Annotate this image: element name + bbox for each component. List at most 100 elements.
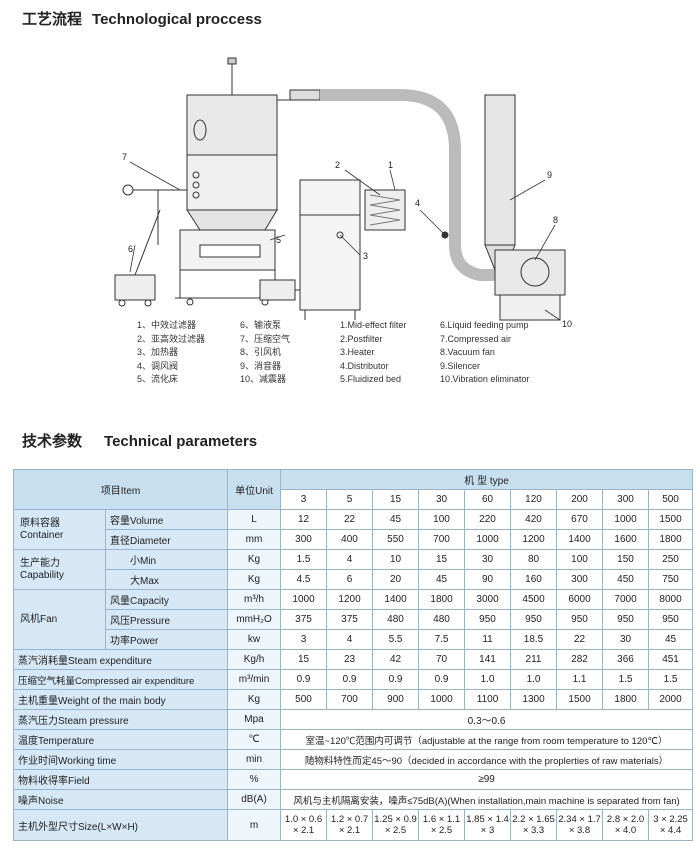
feeding-pump bbox=[114, 274, 156, 301]
callout-5: 5 bbox=[276, 235, 281, 245]
capacity-unit: m³/h bbox=[227, 589, 282, 610]
table-row: 生产能力 Capability 小Min Kg 1.5 4 10 15 30 8… bbox=[13, 549, 694, 590]
size-b: × 2.1 bbox=[338, 825, 361, 836]
cell: 90 bbox=[464, 569, 512, 590]
power-unit: kw bbox=[227, 629, 282, 650]
table-row: 主机外型尺寸Size(L×W×H) m 1.0 × 0.6× 2.1 1.2 ×… bbox=[12, 809, 694, 841]
fan-base bbox=[499, 294, 561, 321]
type-cell: 5 bbox=[326, 489, 374, 510]
vacuum-fan bbox=[494, 249, 566, 296]
steam-pressure-unit: Mpa bbox=[227, 709, 282, 730]
callout-10: 10 bbox=[562, 319, 572, 329]
legend-item: 7、压缩空气 bbox=[240, 333, 291, 344]
cell: 30 bbox=[602, 629, 650, 650]
container-group: 原料容器 Container bbox=[13, 509, 106, 550]
cell: 900 bbox=[372, 689, 420, 710]
cell: 1400 bbox=[556, 529, 604, 550]
cell: 45 bbox=[418, 569, 466, 590]
cell: 1.5 bbox=[648, 669, 694, 690]
cell: 4 bbox=[326, 629, 374, 650]
params-title-en: Technical parameters bbox=[104, 433, 258, 450]
cell: 250 bbox=[648, 549, 694, 570]
size-b: × 2.5 bbox=[430, 825, 453, 836]
field-label: 物料收得率Field bbox=[12, 769, 229, 790]
cell: 700 bbox=[326, 689, 374, 710]
cell: 150 bbox=[602, 549, 650, 570]
cell: 0.9 bbox=[418, 669, 466, 690]
temperature-value: 室温~120℃范围内可调节（adjustable at the range fr… bbox=[280, 729, 694, 750]
type-cell: 30 bbox=[418, 489, 466, 510]
cell: 950 bbox=[648, 609, 694, 630]
pressure-label: 风压Pressure bbox=[104, 609, 229, 630]
cell: 4.5 bbox=[280, 569, 328, 590]
cell: 400 bbox=[326, 529, 374, 550]
cell: 950 bbox=[510, 609, 558, 630]
steam-exp-label: 蒸汽消耗量Steam expenditure bbox=[12, 649, 229, 670]
callout-1: 1 bbox=[388, 160, 393, 170]
cell: 950 bbox=[602, 609, 650, 630]
legend-en-col1: 1.Mid-effect filter 2.Postfilter 3.Heate… bbox=[340, 319, 406, 387]
table-row: 功率Power kw 3 4 5.5 7.5 11 18.5 22 30 45 bbox=[14, 629, 694, 650]
size-b: × 4.0 bbox=[614, 825, 637, 836]
cell: 0.9 bbox=[326, 669, 374, 690]
cell: 2000 bbox=[648, 689, 694, 710]
type-cell: 3 bbox=[280, 489, 328, 510]
cell: 375 bbox=[326, 609, 374, 630]
table-row: 蒸汽消耗量Steam expenditure Kg/h 15 23 42 70 … bbox=[12, 649, 694, 670]
cell: 12 bbox=[280, 509, 328, 530]
cell: 1200 bbox=[510, 529, 558, 550]
legend-item: 9、消音器 bbox=[240, 360, 282, 371]
size-b: × 3 bbox=[480, 825, 495, 836]
cell: 5.5 bbox=[372, 629, 420, 650]
legend-item: 4.Distributor bbox=[340, 360, 389, 371]
max-unit: Kg bbox=[227, 569, 282, 590]
cell: 750 bbox=[648, 569, 694, 590]
legend-item: 6.Liquid feeding pump bbox=[440, 320, 529, 330]
diameter-label: 直径Diameter bbox=[104, 529, 229, 550]
legend-en-col2: 6.Liquid feeding pump 7.Compressed air 8… bbox=[440, 319, 529, 387]
cell: 6000 bbox=[556, 589, 604, 610]
size-cell: 1.0 × 0.6× 2.1 bbox=[280, 809, 328, 841]
cell: 1600 bbox=[602, 529, 650, 550]
table-row: 主机重量Weight of the main body Kg 500 700 9… bbox=[12, 689, 694, 710]
cell: 10 bbox=[372, 549, 420, 570]
field-value: ≥99 bbox=[280, 769, 694, 790]
cell: 1800 bbox=[418, 589, 466, 610]
table-row: 大Max Kg 4.5 6 20 45 90 160 300 450 750 bbox=[14, 569, 694, 590]
table-row: 噪声Noise dB(A) 风机与主机隔离安装，噪声≤75dB(A)(When … bbox=[12, 789, 694, 810]
diameter-unit: mm bbox=[227, 529, 282, 550]
cell: 0.9 bbox=[280, 669, 328, 690]
callout-3: 3 bbox=[363, 251, 368, 261]
table-row: 直径Diameter mm 300 400 550 700 1000 1200 … bbox=[14, 529, 694, 550]
size-a: 2.2 × 1.65 bbox=[512, 814, 555, 825]
table-header-row: 项目Item 单位Unit 机 型 type bbox=[12, 469, 694, 510]
size-cell: 2.8 × 2.0× 4.0 bbox=[602, 809, 650, 841]
cell: 670 bbox=[556, 509, 604, 530]
working-time-value: 随物料特性而定45～90（decided in accordance with … bbox=[280, 749, 694, 770]
cell: 80 bbox=[510, 549, 558, 570]
cell: 1000 bbox=[418, 689, 466, 710]
cell: 550 bbox=[372, 529, 420, 550]
legend-cn-col2: 6、输液泵 7、压缩空气 8、引风机 9、消音器 10、减震器 bbox=[240, 319, 290, 387]
size-a: 1.25 × 0.9 bbox=[374, 814, 417, 825]
cell: 300 bbox=[556, 569, 604, 590]
size-a: 1.85 × 1.4 bbox=[466, 814, 509, 825]
cell: 300 bbox=[280, 529, 328, 550]
cell: 450 bbox=[602, 569, 650, 590]
legend-item: 4、调风阀 bbox=[137, 360, 179, 371]
cell: 160 bbox=[510, 569, 558, 590]
table-row: 风机Fan 风量Capacity m³/h 1000 1200 1400 180… bbox=[13, 589, 694, 650]
size-cell: 1.6 × 1.1× 2.5 bbox=[418, 809, 466, 841]
cell: 7.5 bbox=[418, 629, 466, 650]
legend-item: 8、引风机 bbox=[240, 347, 282, 357]
cell: 18.5 bbox=[510, 629, 558, 650]
process-title-cn: 工艺流程 bbox=[22, 11, 83, 28]
cell: 6 bbox=[326, 569, 374, 590]
cell: 4 bbox=[326, 549, 374, 570]
cell: 1800 bbox=[602, 689, 650, 710]
tower-middle bbox=[186, 154, 278, 211]
cell: 451 bbox=[648, 649, 694, 670]
cell: 950 bbox=[464, 609, 512, 630]
cell: 1000 bbox=[602, 509, 650, 530]
callout-4: 4 bbox=[415, 198, 420, 208]
